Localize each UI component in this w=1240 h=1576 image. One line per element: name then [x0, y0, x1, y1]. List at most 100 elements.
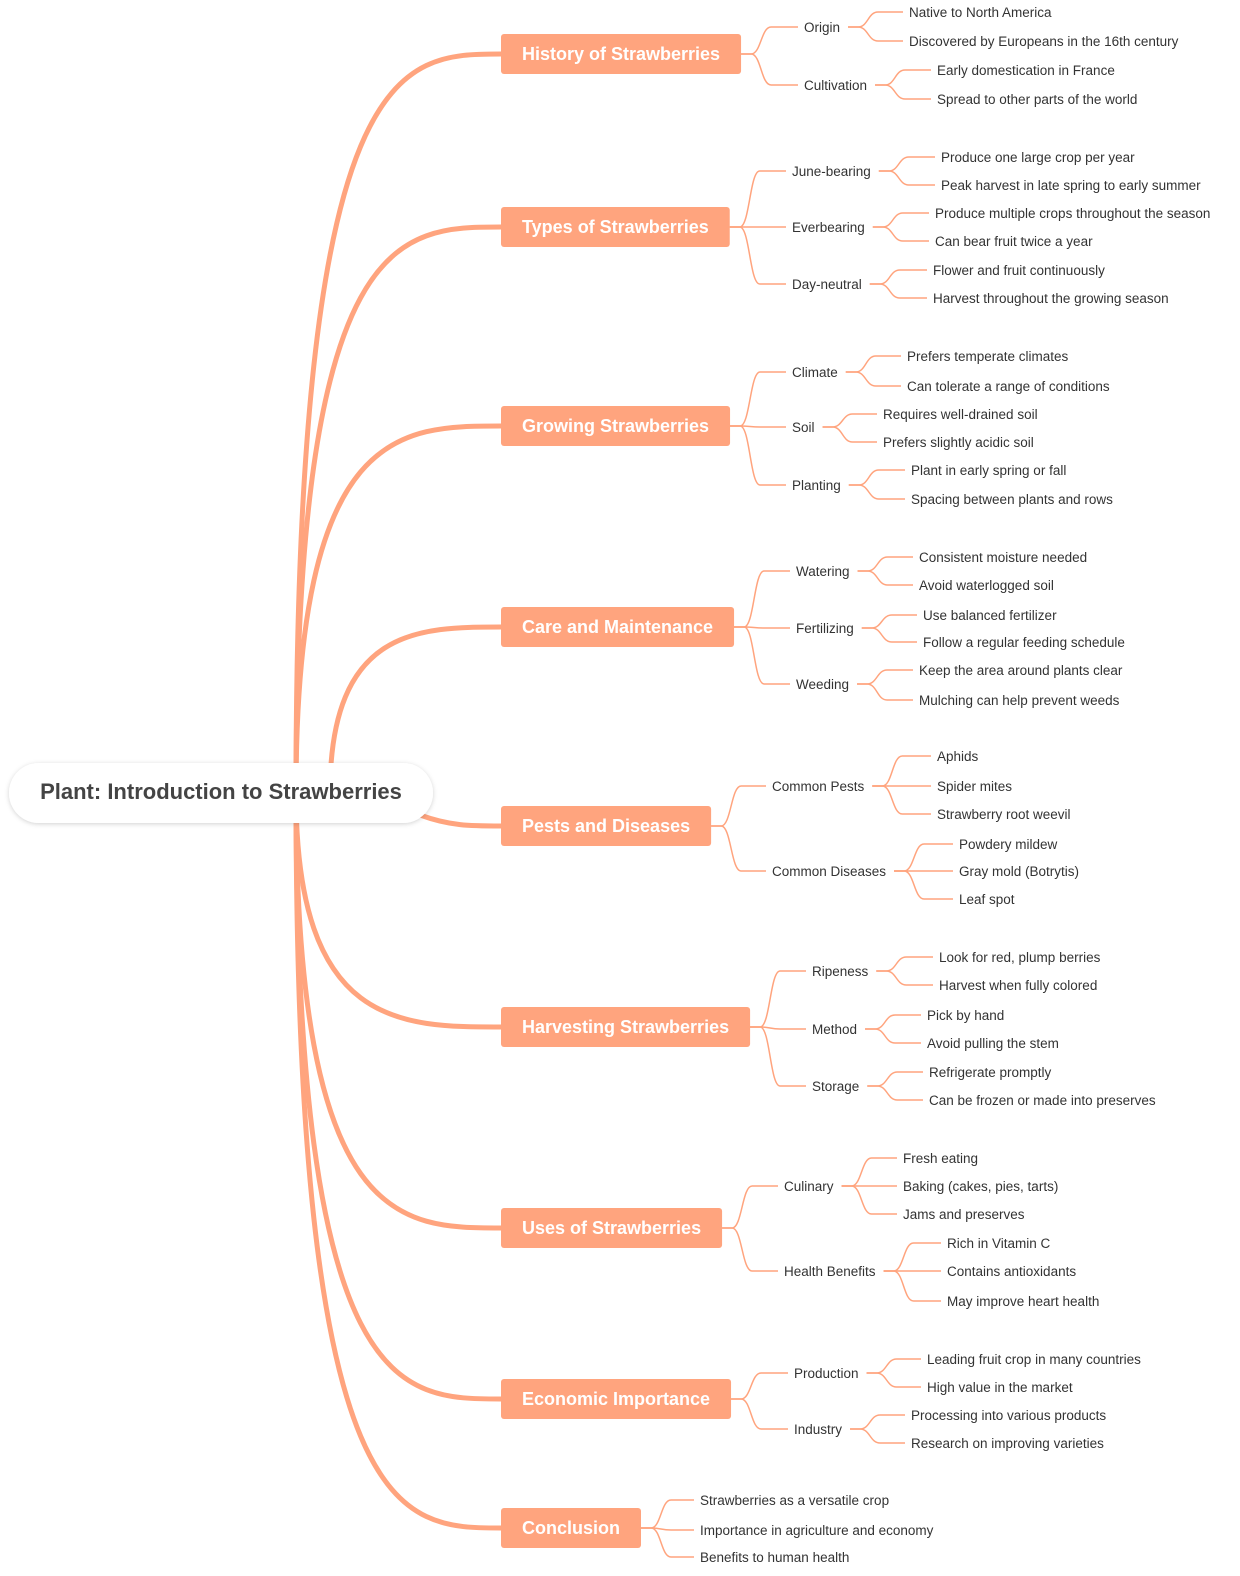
sub-topic-label: Common Pests: [772, 779, 865, 794]
leaf-topic[interactable]: High value in the market: [927, 1380, 1073, 1395]
sub-topic[interactable]: Soil: [792, 420, 815, 435]
leaf-topic[interactable]: Peak harvest in late spring to early sum…: [941, 178, 1201, 193]
leaf-topic[interactable]: Aphids: [937, 749, 979, 764]
leaf-topic-label: Strawberries as a versatile crop: [700, 1493, 889, 1508]
leaf-connector: [866, 1358, 921, 1374]
leaf-topic[interactable]: Mulching can help prevent weeds: [919, 693, 1120, 708]
sub-topic[interactable]: Health Benefits: [784, 1264, 876, 1279]
sub-topic[interactable]: Everbearing: [792, 220, 865, 235]
leaf-topic[interactable]: Gray mold (Botrytis): [959, 864, 1079, 879]
leaf-topic[interactable]: Importance in agriculture and economy: [700, 1523, 934, 1538]
leaf-topic[interactable]: Contains antioxidants: [947, 1264, 1076, 1279]
branch-node[interactable]: Types of Strawberries: [501, 207, 730, 247]
branch-node[interactable]: Growing Strawberries: [501, 406, 731, 446]
branch-label: Care and Maintenance: [522, 617, 713, 637]
leaf-topic[interactable]: Produce multiple crops throughout the se…: [935, 206, 1210, 221]
leaf-topic-label: High value in the market: [927, 1380, 1073, 1395]
leaf-topic[interactable]: Plant in early spring or fall: [911, 463, 1066, 478]
sub-topic[interactable]: Watering: [796, 564, 850, 579]
branch-node[interactable]: History of Strawberries: [501, 34, 742, 74]
leaf-topic[interactable]: Harvest throughout the growing season: [933, 291, 1169, 306]
leaf-topic[interactable]: Discovered by Europeans in the 16th cent…: [909, 34, 1179, 49]
leaf-topic[interactable]: Harvest when fully colored: [939, 978, 1097, 993]
sub-topic[interactable]: Production: [794, 1366, 859, 1381]
leaf-topic[interactable]: Powdery mildew: [959, 837, 1058, 852]
leaf-topic-label: Look for red, plump berries: [939, 950, 1101, 965]
leaf-connector: [869, 269, 927, 285]
sub-topic-label: Fertilizing: [796, 621, 854, 636]
leaf-topic[interactable]: Jams and preserves: [903, 1207, 1025, 1222]
leaf-topic[interactable]: Produce one large crop per year: [941, 150, 1135, 165]
leaf-topic[interactable]: Leading fruit crop in many countries: [927, 1352, 1141, 1367]
branch-node[interactable]: Care and Maintenance: [501, 607, 735, 647]
sub-topic[interactable]: Common Pests: [772, 779, 865, 794]
leaf-topic-label: Processing into various products: [911, 1408, 1106, 1423]
leaf-topic-label: Prefers slightly acidic soil: [883, 435, 1034, 450]
sub-topic[interactable]: June-bearing: [792, 164, 871, 179]
leaf-topic[interactable]: Spread to other parts of the world: [937, 92, 1137, 107]
leaf-topic[interactable]: Follow a regular feeding schedule: [923, 635, 1125, 650]
leaf-topic-label: Keep the area around plants clear: [919, 663, 1123, 678]
sub-topic[interactable]: Planting: [792, 478, 841, 493]
branch-node[interactable]: Economic Importance: [501, 1379, 732, 1419]
leaf-topic[interactable]: Fresh eating: [903, 1151, 978, 1166]
leaf-topic[interactable]: Baking (cakes, pies, tarts): [903, 1179, 1058, 1194]
leaf-topic[interactable]: Keep the area around plants clear: [919, 663, 1123, 678]
leaf-topic[interactable]: Benefits to human health: [700, 1550, 849, 1565]
sub-topic[interactable]: Storage: [812, 1079, 859, 1094]
leaf-topic[interactable]: Avoid waterlogged soil: [919, 578, 1054, 593]
branch-label: Growing Strawberries: [522, 416, 709, 436]
leaf-topic[interactable]: Avoid pulling the stem: [927, 1036, 1059, 1051]
branch-node[interactable]: Pests and Diseases: [501, 806, 712, 846]
leaf-topic-label: Importance in agriculture and economy: [700, 1523, 934, 1538]
leaf-topic[interactable]: Refrigerate promptly: [929, 1065, 1052, 1080]
leaf-topic[interactable]: Look for red, plump berries: [939, 950, 1101, 965]
sub-topic[interactable]: Day-neutral: [792, 277, 862, 292]
leaf-topic[interactable]: Processing into various products: [911, 1408, 1106, 1423]
sub-topic[interactable]: Weeding: [796, 677, 849, 692]
sub-topic[interactable]: Common Diseases: [772, 864, 886, 879]
sub-topic[interactable]: Method: [812, 1022, 857, 1037]
sub-topic[interactable]: Ripeness: [812, 964, 869, 979]
leaf-topic[interactable]: Research on improving varieties: [911, 1436, 1104, 1451]
branch-connector: [417, 812, 504, 829]
sub-topic[interactable]: Origin: [804, 20, 840, 35]
leaf-topic-label: Jams and preserves: [903, 1207, 1025, 1222]
branch-node[interactable]: Uses of Strawberries: [501, 1208, 723, 1248]
leaf-topic[interactable]: Requires well-drained soil: [883, 407, 1038, 422]
root-node[interactable]: Plant: Introduction to Strawberries: [9, 763, 433, 823]
root-title: Plant: Introduction to Strawberries: [40, 779, 402, 804]
leaf-topic[interactable]: Use balanced fertilizer: [923, 608, 1057, 623]
leaf-connector: [867, 1071, 923, 1087]
leaf-connector: [848, 11, 903, 28]
leaf-topic[interactable]: Spider mites: [937, 779, 1012, 794]
sub-topic-label: Storage: [812, 1079, 859, 1094]
leaf-topic[interactable]: Flower and fruit continuously: [933, 263, 1105, 278]
leaf-topic[interactable]: Prefers slightly acidic soil: [883, 435, 1034, 450]
leaf-topic[interactable]: Consistent moisture needed: [919, 550, 1087, 565]
leaf-topic[interactable]: Can be frozen or made into preserves: [929, 1093, 1156, 1108]
leaf-topic[interactable]: May improve heart health: [947, 1294, 1099, 1309]
sub-topic[interactable]: Culinary: [784, 1179, 834, 1194]
leaf-topic[interactable]: Rich in Vitamin C: [947, 1236, 1051, 1251]
leaf-topic[interactable]: Spacing between plants and rows: [911, 492, 1113, 507]
leaf-topic[interactable]: Can tolerate a range of conditions: [907, 379, 1110, 394]
branch-node[interactable]: Conclusion: [501, 1508, 641, 1548]
leaf-topic[interactable]: Can bear fruit twice a year: [935, 234, 1093, 249]
leaf-topic[interactable]: Early domestication in France: [937, 63, 1115, 78]
leaf-connector: [876, 970, 933, 986]
leaf-topic[interactable]: Native to North America: [909, 5, 1052, 20]
sub-topic[interactable]: Climate: [792, 365, 838, 380]
leaf-topic[interactable]: Leaf spot: [959, 892, 1015, 907]
leaf-topic[interactable]: Pick by hand: [927, 1008, 1004, 1023]
leaf-topic[interactable]: Strawberries as a versatile crop: [700, 1493, 889, 1508]
leaf-topic-label: Refrigerate promptly: [929, 1065, 1052, 1080]
sub-connector: [722, 1227, 778, 1272]
branch-connector: [293, 224, 504, 796]
branch-node[interactable]: Harvesting Strawberries: [501, 1007, 751, 1047]
leaf-topic[interactable]: Strawberry root weevil: [937, 807, 1071, 822]
leaf-topic[interactable]: Prefers temperate climates: [907, 349, 1069, 364]
sub-topic[interactable]: Cultivation: [804, 78, 867, 93]
sub-topic[interactable]: Fertilizing: [796, 621, 854, 636]
sub-topic[interactable]: Industry: [794, 1422, 842, 1437]
